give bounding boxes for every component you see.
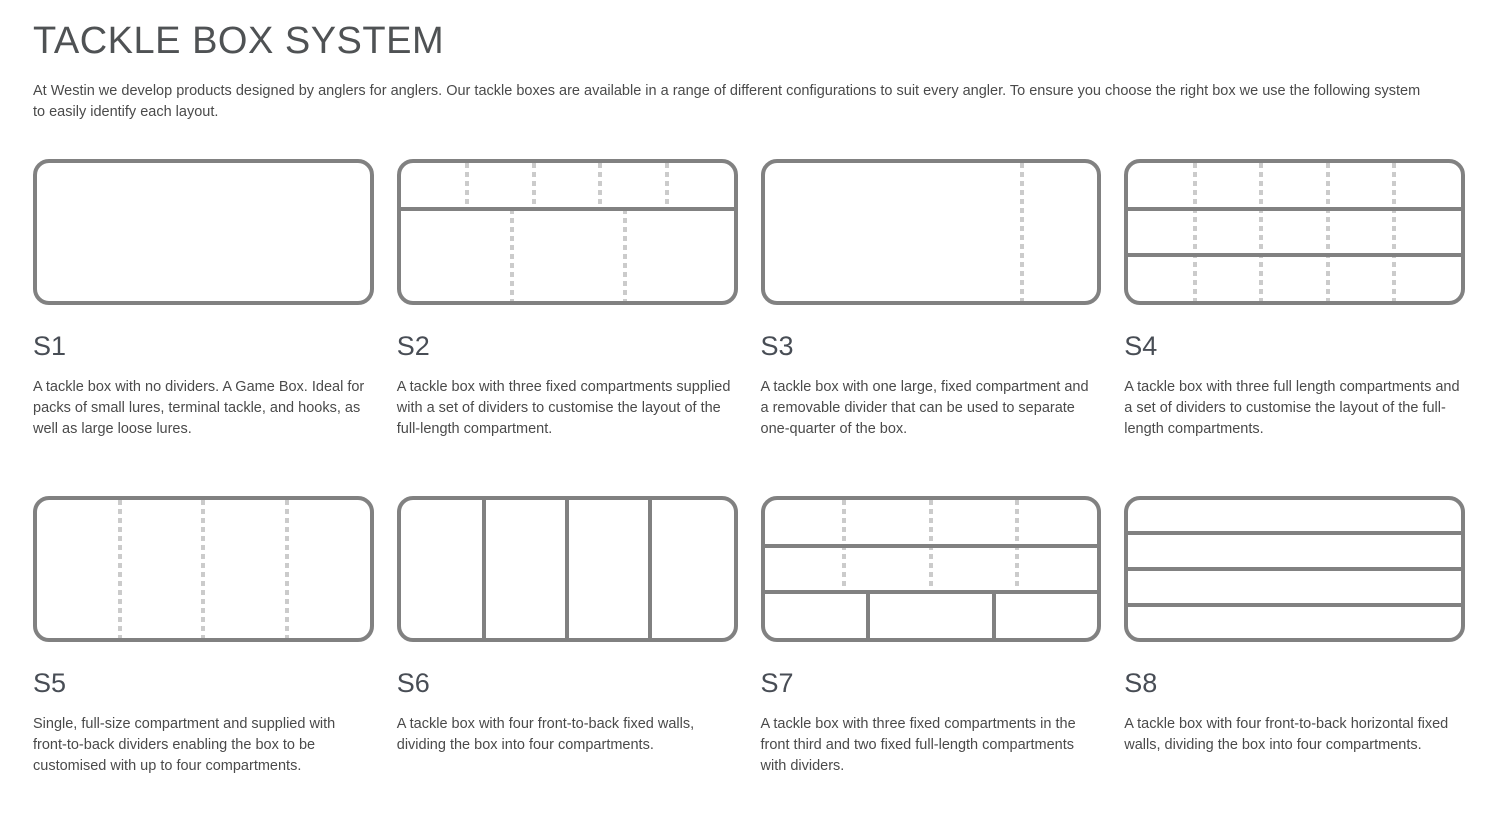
- tackle-box-diagram: [33, 159, 374, 305]
- divider-horizontal-solid: [764, 590, 1098, 595]
- divider-vertical-dashed: [664, 163, 669, 209]
- page-intro: At Westin we develop products designed b…: [33, 83, 1421, 120]
- divider-horizontal-solid: [1128, 567, 1461, 571]
- box-label: S6: [396, 668, 430, 698]
- divider-vertical-solid: [648, 500, 653, 638]
- divider-vertical-dashed: [1392, 163, 1397, 301]
- divider-horizontal-solid: [1128, 253, 1461, 258]
- tackle-box-card: S2 A tackle box with three fixed compart…: [396, 159, 738, 440]
- tackle-box-diagram: [33, 496, 374, 642]
- divider-vertical-solid: [865, 592, 870, 638]
- divider-vertical-solid: [565, 500, 570, 638]
- divider-vertical-dashed: [118, 500, 123, 638]
- box-label: S5: [33, 668, 67, 698]
- page-header: TACKLE BOX SYSTEM At Westin we develop p…: [33, 20, 1465, 123]
- box-description: A tackle box with four front-to-back fix…: [396, 716, 695, 753]
- box-description: A tackle box with one large, fixed compa…: [760, 379, 1089, 437]
- divider-vertical-dashed: [465, 163, 470, 209]
- box-description: A tackle box with three fixed compartmen…: [760, 716, 1076, 774]
- box-description: A tackle box with three full length comp…: [1124, 379, 1460, 437]
- tackle-box-diagram: [1124, 496, 1465, 642]
- divider-horizontal-solid: [1128, 602, 1461, 607]
- box-description: A tackle box with three fixed compartmen…: [396, 379, 731, 437]
- divider-vertical-dashed: [201, 500, 206, 638]
- divider-vertical-dashed: [1192, 163, 1197, 301]
- divider-vertical-solid: [481, 500, 486, 638]
- tackle-box-grid: S1 A tackle box with no dividers. A Game…: [33, 159, 1465, 777]
- divider-vertical-dashed: [284, 500, 289, 638]
- box-label: S2: [396, 331, 430, 361]
- divider-vertical-dashed: [598, 163, 603, 209]
- box-description: Single, full-size compartment and suppli…: [33, 716, 336, 774]
- tackle-box-card: S1 A tackle box with no dividers. A Game…: [33, 159, 374, 440]
- divider-vertical-solid: [992, 592, 997, 638]
- tackle-box-card: S5 Single, full-size compartment and sup…: [33, 496, 374, 777]
- box-label: S4: [1124, 331, 1158, 361]
- divider-horizontal-solid: [1128, 531, 1461, 536]
- divider-vertical-dashed: [1325, 163, 1330, 301]
- box-label: S7: [760, 668, 794, 698]
- tackle-box-diagram: [760, 159, 1102, 305]
- box-description: A tackle box with no dividers. A Game Bo…: [33, 379, 365, 437]
- tackle-box-diagram: [396, 496, 738, 642]
- divider-vertical-dashed: [1259, 163, 1264, 301]
- tackle-box-diagram: [760, 496, 1102, 642]
- divider-vertical-dashed: [623, 208, 628, 301]
- box-label: S1: [33, 331, 67, 361]
- divider-vertical-dashed: [1020, 163, 1025, 301]
- box-description: A tackle box with four front-to-back hor…: [1124, 716, 1449, 753]
- box-label: S3: [760, 331, 794, 361]
- tackle-box-card: S8 A tackle box with four front-to-back …: [1124, 496, 1465, 777]
- divider-horizontal-solid: [764, 543, 1098, 548]
- page-title: TACKLE BOX SYSTEM: [33, 20, 445, 62]
- divider-horizontal-solid: [1128, 206, 1461, 211]
- tackle-box-card: S4 A tackle box with three full length c…: [1124, 159, 1465, 440]
- tackle-box-card: S3 A tackle box with one large, fixed co…: [760, 159, 1102, 440]
- tackle-box-diagram: [396, 159, 738, 305]
- tackle-box-card: S7 A tackle box with three fixed compart…: [760, 496, 1102, 777]
- tackle-box-diagram: [1124, 159, 1465, 305]
- divider-vertical-dashed: [531, 163, 536, 209]
- box-label: S8: [1124, 668, 1158, 698]
- divider-horizontal-solid: [400, 206, 734, 211]
- divider-vertical-dashed: [510, 208, 515, 301]
- tackle-box-card: S6 A tackle box with four front-to-back …: [396, 496, 738, 777]
